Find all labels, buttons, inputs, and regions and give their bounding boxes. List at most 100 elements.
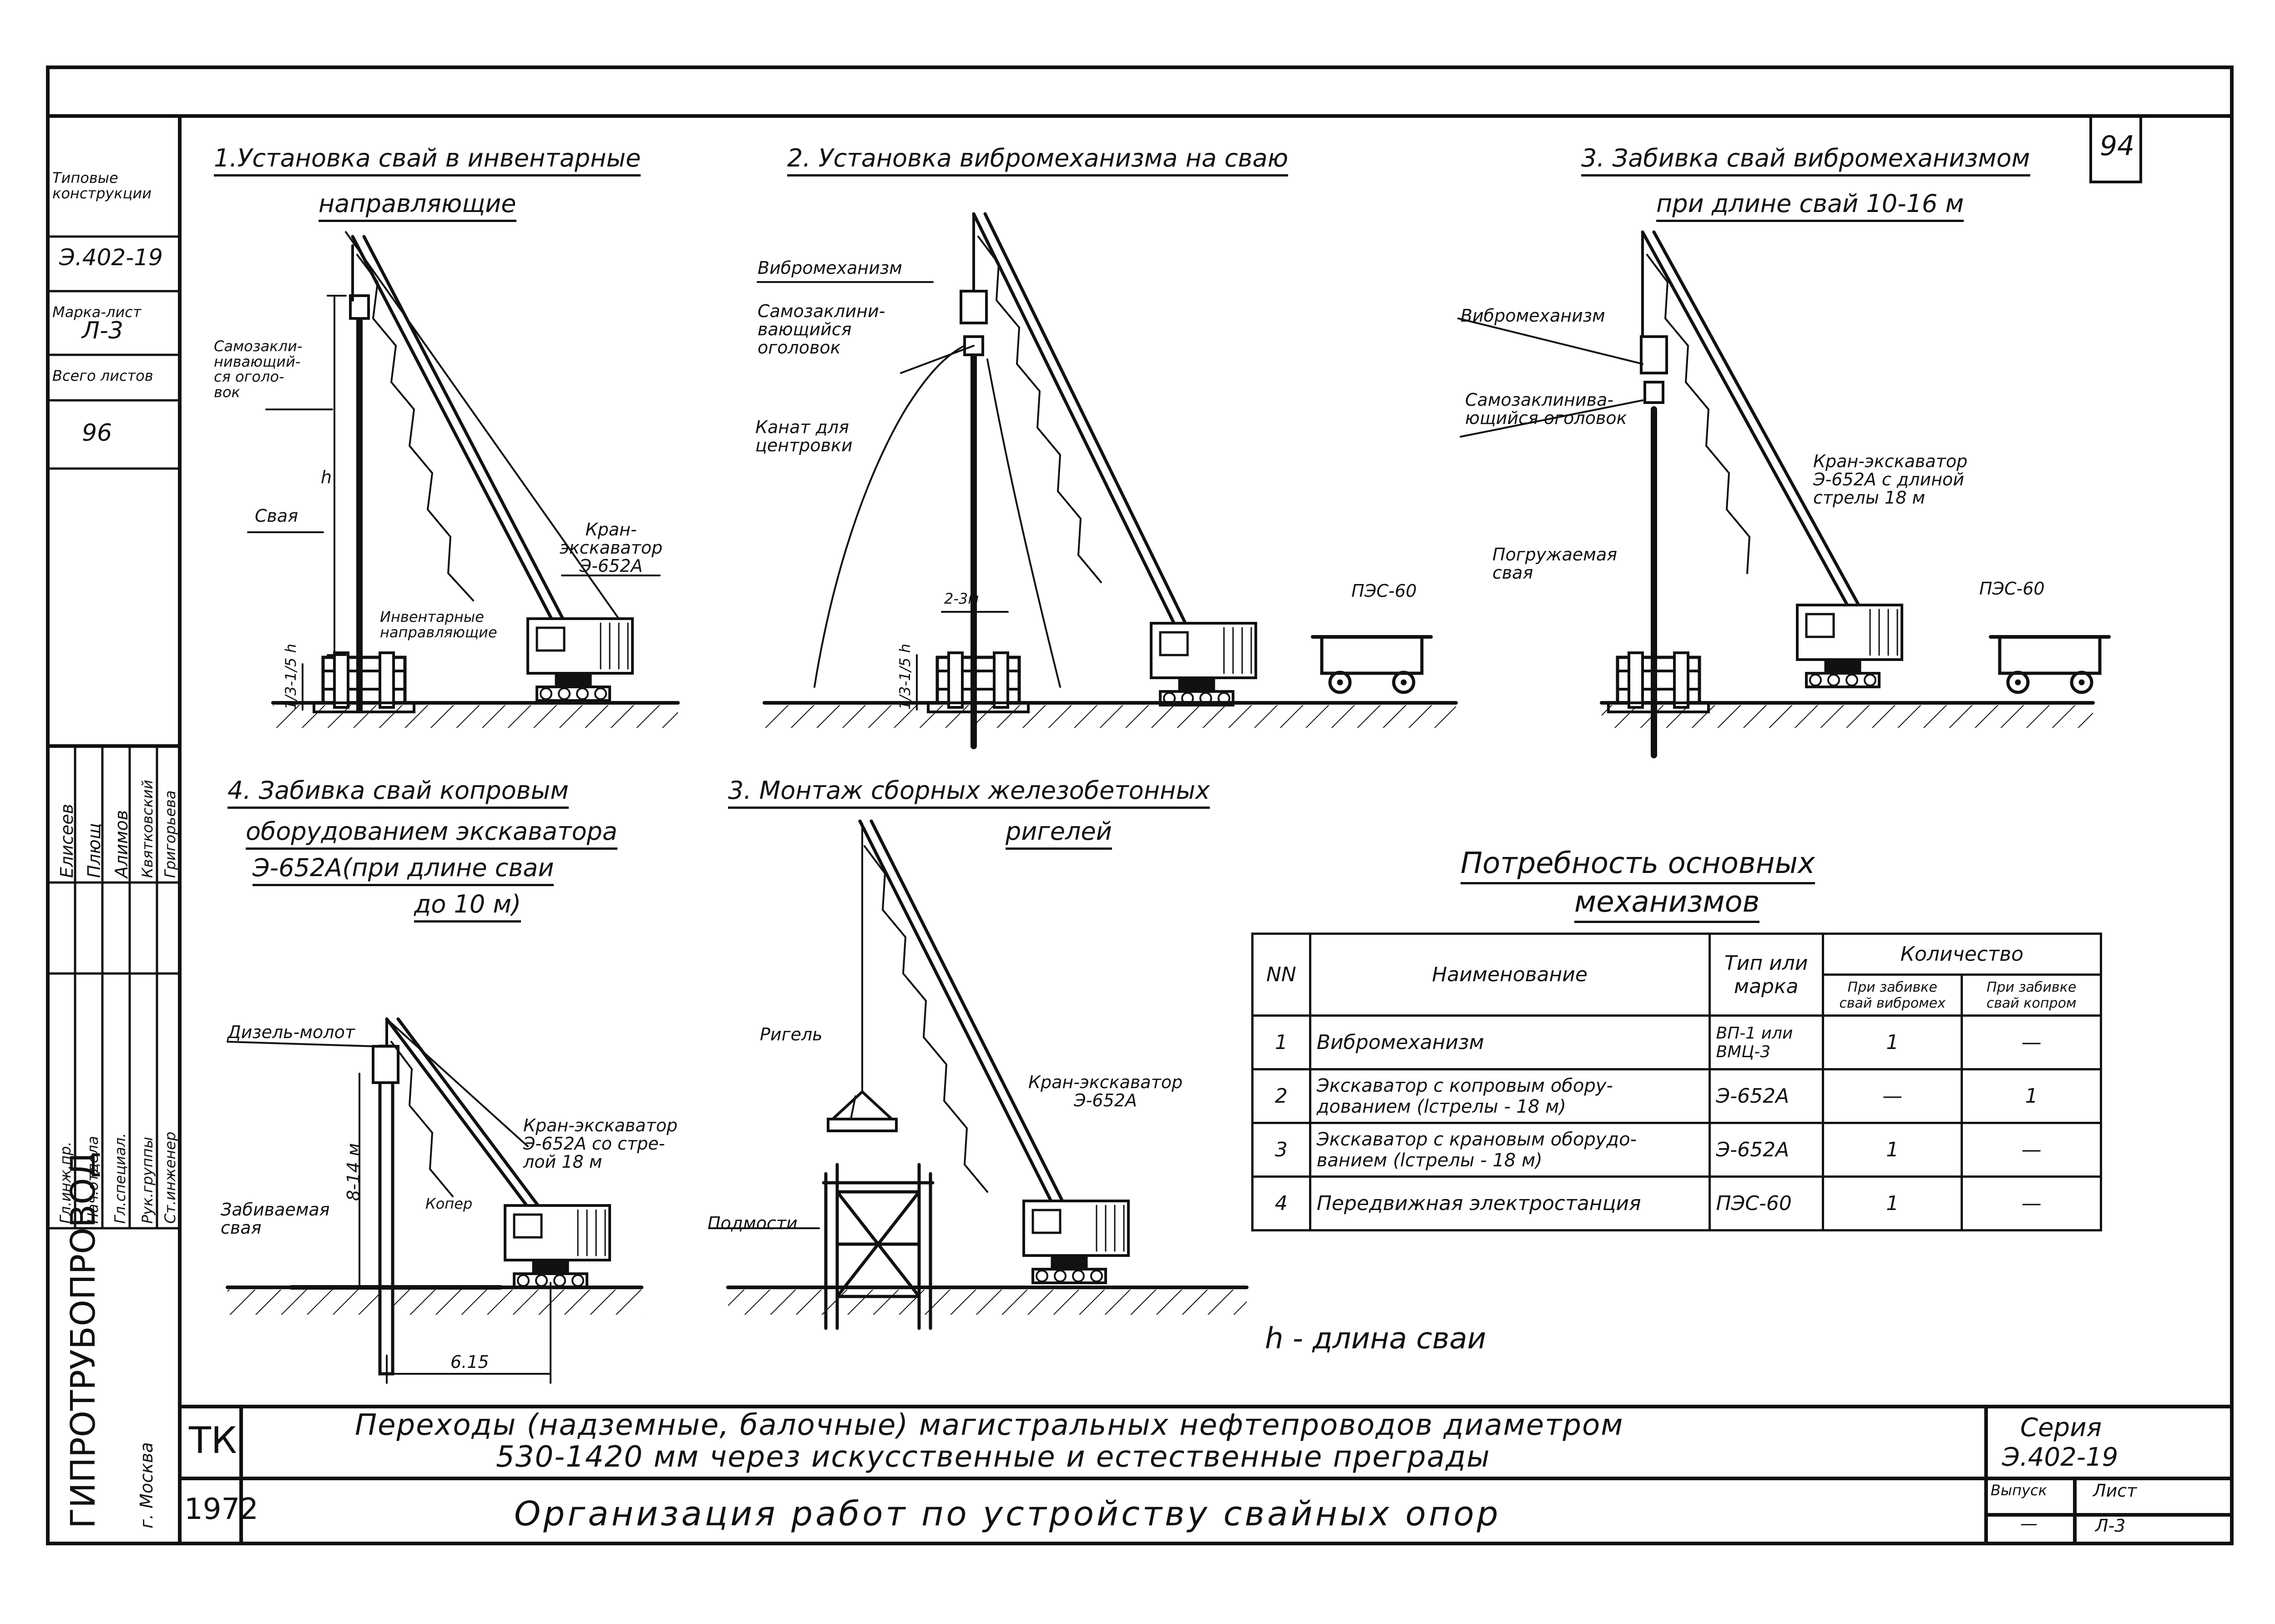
panel1-label-head: Самозакли- нивающий- ся оголо- вок bbox=[214, 338, 303, 401]
panel2-graphics bbox=[814, 212, 1431, 749]
panel2-label-rope: Канат для центровки bbox=[755, 417, 853, 455]
panel1-label-crane: Кран- экскаватор Э-652А bbox=[560, 519, 663, 576]
stamp-sheets-label: Всего листов bbox=[52, 367, 153, 384]
panel3-title-line1: 3. Забивка свай вибромеханизмом bbox=[1581, 144, 2030, 177]
tb-sheet: Л-3 bbox=[2095, 1516, 2126, 1536]
row4-name: Передвижная электростанция bbox=[1309, 1175, 1711, 1231]
panel4-graphics bbox=[289, 1017, 610, 1384]
panel5-graphics bbox=[822, 819, 1128, 1330]
th-qty-driver: При забивке свай копром bbox=[1961, 973, 2102, 1017]
panel4-label-len: 8-14 м bbox=[344, 1143, 364, 1201]
organization: ГИПРОТРУБОПРОВОД bbox=[64, 1151, 103, 1528]
panel1-graphics bbox=[302, 231, 632, 712]
row1-driver: — bbox=[1961, 1014, 2102, 1070]
table-title-line2: механизмов bbox=[1574, 885, 1760, 923]
panel3-graphics bbox=[1608, 230, 2109, 758]
row3-type: Э-652А bbox=[1708, 1122, 1824, 1178]
role-3: Гл.специал. bbox=[111, 1133, 129, 1224]
panel2-label-dist: 2-3м bbox=[944, 590, 979, 607]
city: г. Москва bbox=[136, 1442, 157, 1528]
panel4-title-line1: 4. Забивка свай копровым bbox=[228, 776, 569, 809]
leader-lines bbox=[227, 281, 1643, 1229]
panel5-title-line1: 3. Монтаж сборных железобетонных bbox=[728, 776, 1210, 809]
stamp-type-label: Типовые конструкции bbox=[52, 169, 152, 202]
panel4-title-line3: Э-652А(при длине сваи bbox=[253, 853, 554, 886]
row4-type: ПЭС-60 bbox=[1708, 1175, 1824, 1231]
panel5-label-beam: Ригель bbox=[760, 1024, 823, 1044]
row2-name: Экскаватор с копровым обору- дованием (l… bbox=[1309, 1068, 1711, 1124]
panel5-label-scaffold: Подмости bbox=[708, 1213, 798, 1233]
table-row: 1 Вибромеханизм ВП-1 или ВМЦ-3 1 — bbox=[1251, 1014, 2102, 1070]
tb-code: ТК bbox=[189, 1419, 237, 1462]
tb-series-label: Серия bbox=[2020, 1413, 2102, 1442]
side-stamp-lines bbox=[46, 235, 181, 1230]
th-type: Тип или марка bbox=[1708, 933, 1824, 1017]
th-qty-vibro: При забивке свай вибромех bbox=[1821, 973, 1963, 1017]
panel4-label-crane: Кран-экскаватор Э-652А со стре- лой 18 м bbox=[523, 1115, 678, 1172]
note-h: h - длина сваи bbox=[1265, 1322, 1486, 1356]
row4-vibro: 1 bbox=[1821, 1175, 1963, 1231]
name-3: Алимов bbox=[111, 810, 131, 878]
panel1-title-line2: направляющие bbox=[318, 189, 516, 222]
row2-driver: 1 bbox=[1961, 1068, 2102, 1124]
panel2-label-depth: 1/3-1/5 h bbox=[896, 644, 914, 710]
row1-vibro: 1 bbox=[1821, 1014, 1963, 1070]
panel2-label-head: Самозаклини- вающийся оголовок bbox=[758, 301, 885, 358]
panel4-label-dim: 6.15 bbox=[450, 1352, 489, 1372]
panel4-title-line4: до 10 м) bbox=[414, 890, 521, 923]
panel2-label-vibro: Вибромеханизм bbox=[758, 258, 902, 278]
sheet-number: 94 bbox=[2100, 130, 2135, 162]
panel1-title-line1: 1.Установка свай в инвентарные bbox=[214, 144, 641, 177]
row4-num: 4 bbox=[1251, 1175, 1311, 1231]
stamp-sheets: 96 bbox=[82, 419, 112, 447]
tb-issue: — bbox=[2020, 1513, 2037, 1533]
name-5: Григорьева bbox=[162, 790, 179, 878]
panel1-label-h: h bbox=[321, 467, 332, 487]
table-title-line1: Потребность основных bbox=[1461, 847, 1815, 884]
panel4-label-pile: Забиваемая свая bbox=[221, 1200, 330, 1238]
name-1: Елисеев bbox=[57, 803, 77, 878]
tb-sheet-label: Лист bbox=[2093, 1481, 2137, 1501]
panel1-label-guides: Инвентарные направляющие bbox=[380, 608, 497, 641]
tb-series: Э.402-19 bbox=[2002, 1442, 2118, 1472]
panel5-title-line2: ригелей bbox=[1006, 817, 1112, 850]
row3-num: 3 bbox=[1251, 1122, 1311, 1178]
table-row: 2 Экскаватор с копровым обору- дованием … bbox=[1251, 1068, 2102, 1124]
role-5: Ст.инженер bbox=[162, 1131, 179, 1224]
panel4-title-line2: оборудованием экскаватора bbox=[246, 817, 617, 850]
panel3-label-crane: Кран-экскаватор Э-652А с длиной стрелы 1… bbox=[1813, 451, 1968, 508]
th-num: NN bbox=[1251, 933, 1311, 1017]
table-row: 4 Передвижная электростанция ПЭС-60 1 — bbox=[1251, 1175, 2102, 1231]
name-4: Квятковский bbox=[139, 780, 156, 878]
row3-vibro: 1 bbox=[1821, 1122, 1963, 1178]
panel2-title: 2. Установка вибромеханизма на сваю bbox=[787, 144, 1289, 177]
panel3-label-pes: ПЭС-60 bbox=[1979, 579, 2045, 599]
row1-type: ВП-1 или ВМЦ-3 bbox=[1708, 1014, 1824, 1070]
name-2: Плющ bbox=[84, 823, 104, 878]
panel2-label-pes: ПЭС-60 bbox=[1351, 581, 1417, 601]
panel1-label-depth: 1/3-1/5 h bbox=[282, 644, 299, 710]
panel3-title-line2: при длине свай 10-16 м bbox=[1656, 189, 1964, 222]
tb-title-line1: Переходы (надземные, балочные) магистрал… bbox=[355, 1408, 1624, 1442]
table-row: 3 Экскаватор с крановым оборудо- ванием … bbox=[1251, 1122, 2102, 1178]
panel1-label-pile: Свая bbox=[255, 506, 298, 526]
panel3-label-vibro: Вибромеханизм bbox=[1461, 306, 1605, 326]
mechanisms-table: NN Наименование Тип или марка Количество… bbox=[1251, 933, 2103, 1231]
stamp-series: Э.402-19 bbox=[59, 244, 163, 271]
row3-name: Экскаватор с крановым оборудо- ванием (l… bbox=[1309, 1122, 1711, 1178]
tb-subtitle: Организация работ по устройству свайных … bbox=[514, 1494, 1501, 1533]
stamp-mark-label: Марка-лист bbox=[52, 303, 142, 321]
panel3-label-pile: Погружаемая свая bbox=[1492, 545, 1618, 583]
row2-type: Э-652А bbox=[1708, 1068, 1824, 1124]
row1-num: 1 bbox=[1251, 1014, 1311, 1070]
row4-driver: — bbox=[1961, 1175, 2102, 1231]
tb-year: 1972 bbox=[184, 1493, 258, 1526]
panel3-label-head: Самозаклинива- ющийся оголовок bbox=[1465, 390, 1627, 428]
tb-title-line2: 530-1420 мм через искусственные и естест… bbox=[496, 1440, 1491, 1474]
row1-name: Вибромеханизм bbox=[1309, 1014, 1711, 1070]
panel4-label-driver: Копер bbox=[425, 1195, 473, 1212]
row2-num: 2 bbox=[1251, 1068, 1311, 1124]
panel5-label-crane: Кран-экскаватор Э-652А bbox=[1028, 1072, 1183, 1110]
stamp-mark: Л-3 bbox=[82, 317, 123, 344]
